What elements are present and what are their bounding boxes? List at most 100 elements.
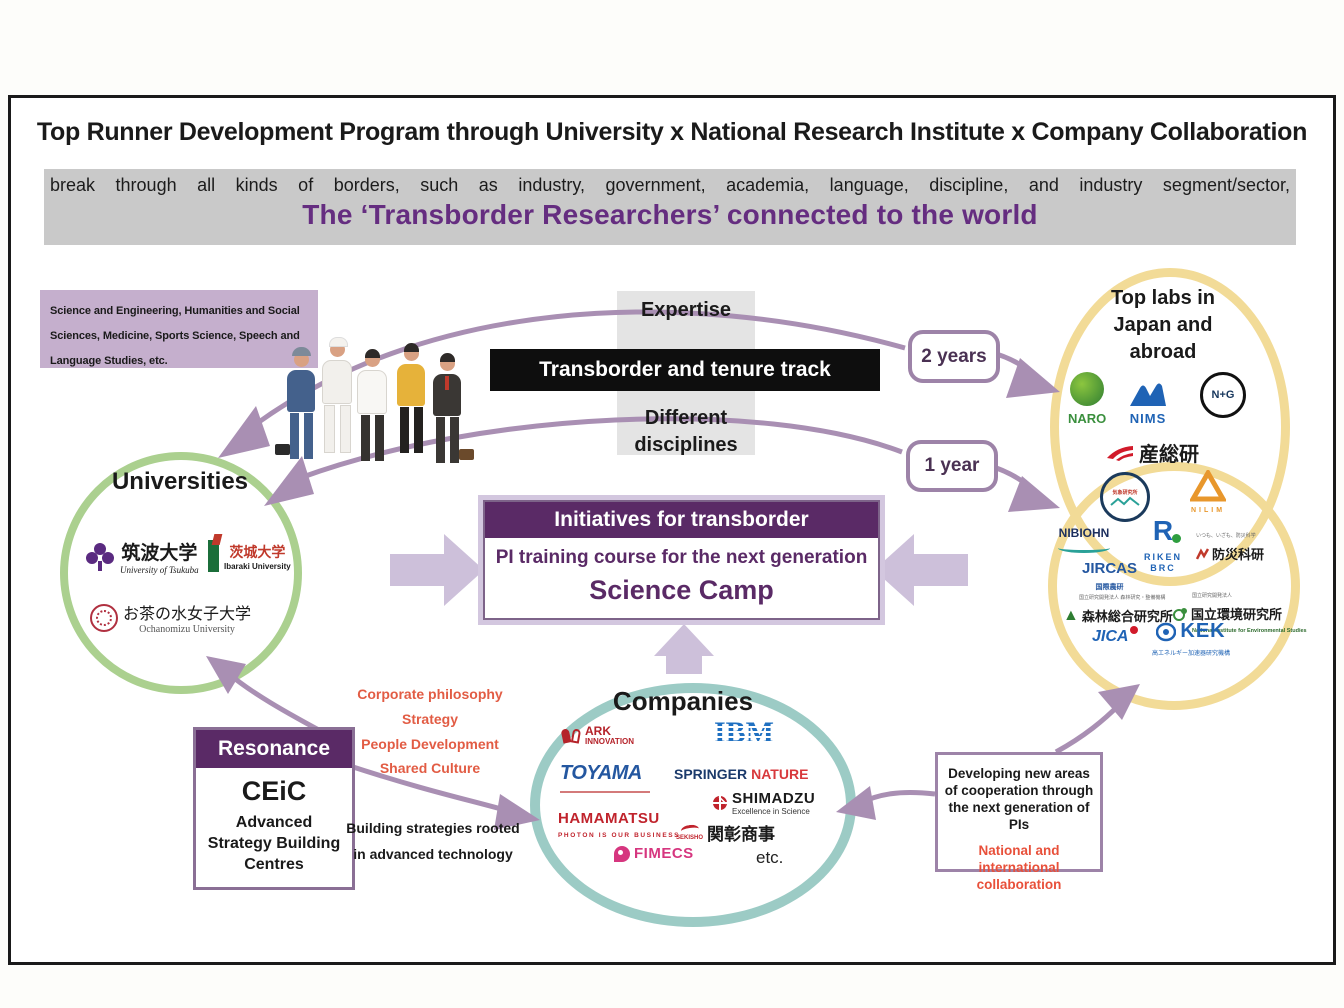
ceic-sub: Advanced Strategy Building Centres: [207, 814, 341, 873]
culture-item-people: People Development: [361, 736, 499, 752]
jircas-label: JIRCAS: [1082, 560, 1138, 577]
transborder-track-label: Transborder and tenure track: [490, 349, 880, 391]
ochanomizu-sub: Ochanomizu University: [139, 624, 235, 635]
nied-label: 防災科研: [1212, 547, 1265, 562]
hamamatsu-label: HAMAMATSU: [558, 810, 660, 827]
person-referee-figure: [391, 343, 431, 453]
logo-jircas: JIRCAS 国際農研: [1082, 560, 1137, 592]
nims-wave-icon: [1130, 383, 1166, 406]
ibaraki-emblem-icon: [208, 534, 223, 572]
cooperation-main: Developing new areas of cooperation thro…: [944, 766, 1094, 832]
two-years-label: 2 years: [921, 345, 987, 367]
companies-title: Companies: [612, 686, 754, 716]
nies-sub-top: 国立研究開発法人: [1192, 593, 1233, 599]
banner: break through all kinds of borders, such…: [44, 169, 1296, 245]
nied-mark-icon: [1196, 548, 1209, 560]
duration-one-year: 1 year: [906, 440, 998, 492]
nies-sub: National Institute for Environmental Stu…: [1192, 628, 1307, 634]
culture-item-philosophy: Corporate philosophy: [357, 686, 503, 702]
tsukuba-emblem-icon: [86, 542, 114, 571]
initiatives-line1: PI training course for the next generati…: [495, 547, 868, 568]
person-businessman-figure: [427, 353, 474, 463]
research-fields-note: Science and Engineering, Humanities and …: [40, 290, 318, 368]
mri-label: 気象研究所: [1112, 489, 1138, 496]
naro-leaf-icon: [1070, 372, 1105, 406]
duration-two-years: 2 years: [908, 330, 1000, 383]
hamamatsu-sub: PHOTON IS OUR BUSINESS: [558, 832, 681, 839]
shimadzu-sub: Excellence in Science: [732, 807, 810, 816]
kek-label: KEK: [1180, 620, 1226, 642]
toyama-tagline-rule: [560, 791, 650, 793]
mri-seal-icon: 気象研究所: [1100, 472, 1150, 522]
ochanomizu-emblem-icon: [90, 603, 118, 632]
riken-r-icon: R: [1152, 515, 1174, 546]
person-worker-figure: [275, 347, 321, 459]
logo-nies: 国立研究開発法人 国立環境研究所 National Institute for …: [1172, 592, 1307, 634]
logo-toyama: TOYAMA: [560, 762, 650, 793]
person-doctor-figure: [352, 349, 392, 461]
logo-ochanomizu: お茶の水女子大学 Ochanomizu University: [90, 600, 251, 635]
resonance-header: Resonance: [196, 730, 352, 768]
jircas-sub: 国際農研: [1095, 584, 1124, 591]
ark-leaf-icon: [560, 728, 582, 744]
banner-highlight: The ‘Transborder Researchers’ connected …: [302, 199, 1038, 230]
jica-label: JICA: [1092, 628, 1129, 645]
aist-swoosh-icon: [1107, 445, 1133, 461]
cooperation-accent: National and international collaboration: [976, 843, 1062, 892]
nies-sprout-icon: [1173, 607, 1187, 621]
culture-item-culture: Shared Culture: [379, 760, 481, 776]
etc-label: etc.: [756, 848, 784, 867]
top-labs-title: Top labs in Japan and abroad: [1110, 287, 1216, 363]
nig-label: N+G: [1211, 389, 1235, 401]
ceic-name: CEiC: [241, 776, 307, 806]
logo-nims: NIMS: [1128, 382, 1168, 426]
page-title: Top Runner Development Program through U…: [36, 118, 1308, 146]
ffpri-label: 森林総合研究所: [1081, 609, 1173, 624]
logo-nibiohn: NIBIOHN: [1058, 526, 1110, 553]
logo-riken-brc: R RIKEN BRC: [1144, 515, 1182, 574]
ark-line1: ARK: [585, 724, 611, 738]
nilim-label: NILIM: [1190, 507, 1226, 514]
springer-part: SPRINGER: [674, 766, 748, 782]
initiatives-box: Initiatives for transborder PI training …: [483, 500, 880, 620]
nims-label: NIMS: [1129, 411, 1167, 426]
ffpri-sub: 国立研究開発法人 森林研究・整備機構: [1079, 595, 1166, 601]
logo-aist: 産総研: [1106, 438, 1199, 467]
nature-part: NATURE: [751, 766, 809, 782]
kek-sub: 高エネルギー加速器研究機構: [1152, 651, 1231, 657]
shimadzu-mark-icon: [713, 796, 727, 810]
ochanomizu-name: お茶の水女子大学: [123, 606, 252, 623]
logo-tsukuba: 筑波大学 University of Tsukuba: [85, 538, 199, 575]
different-disciplines-label: Different disciplines: [634, 407, 738, 456]
ibaraki-sub: Ibaraki University: [224, 561, 291, 571]
naro-label: NARO: [1068, 411, 1107, 426]
ark-line2: INNOVATION: [585, 737, 635, 746]
fimecs-label: FIMECS: [634, 845, 694, 862]
expertise-label: Expertise: [640, 299, 732, 321]
logo-nilim: NILIM: [1190, 470, 1226, 514]
universities-title: Universities: [111, 468, 249, 495]
logo-mri: 気象研究所: [1100, 472, 1150, 522]
nibiohn-label: NIBIOHN: [1058, 526, 1110, 540]
banner-subtitle: break through all kinds of borders, such…: [50, 175, 1290, 195]
logo-nied: いつも、いざも、防災科学 防災科研: [1196, 532, 1264, 563]
nig-seal-icon: N+G: [1200, 372, 1246, 418]
person-nurse-figure: [317, 337, 357, 453]
top-labs-circle-lower: [1048, 462, 1300, 710]
logo-ibm: IBM: [714, 718, 774, 748]
sekisho-sub: SEKISHO: [676, 834, 704, 841]
logo-springer-nature: SPRINGER NATURE: [674, 766, 808, 782]
logo-ibaraki: 茨城大学 Ibaraki University: [208, 534, 291, 572]
logo-ark-innovation: ARK INNOVATION: [560, 724, 635, 746]
toyama-label: TOYAMA: [560, 762, 642, 784]
initiatives-line2: Science Camp: [589, 575, 774, 605]
sekisho-label: 関彰商事: [707, 825, 776, 844]
logo-jica: JICA: [1092, 626, 1139, 646]
nilim-triangle-icon: [1190, 470, 1226, 502]
ibm-label: IBM: [714, 716, 774, 749]
one-year-label: 1 year: [924, 455, 980, 476]
resonance-box: Resonance CEiC Advanced Strategy Buildin…: [193, 727, 355, 890]
universities-circle: [60, 452, 302, 694]
nies-label: 国立環境研究所: [1191, 607, 1283, 622]
